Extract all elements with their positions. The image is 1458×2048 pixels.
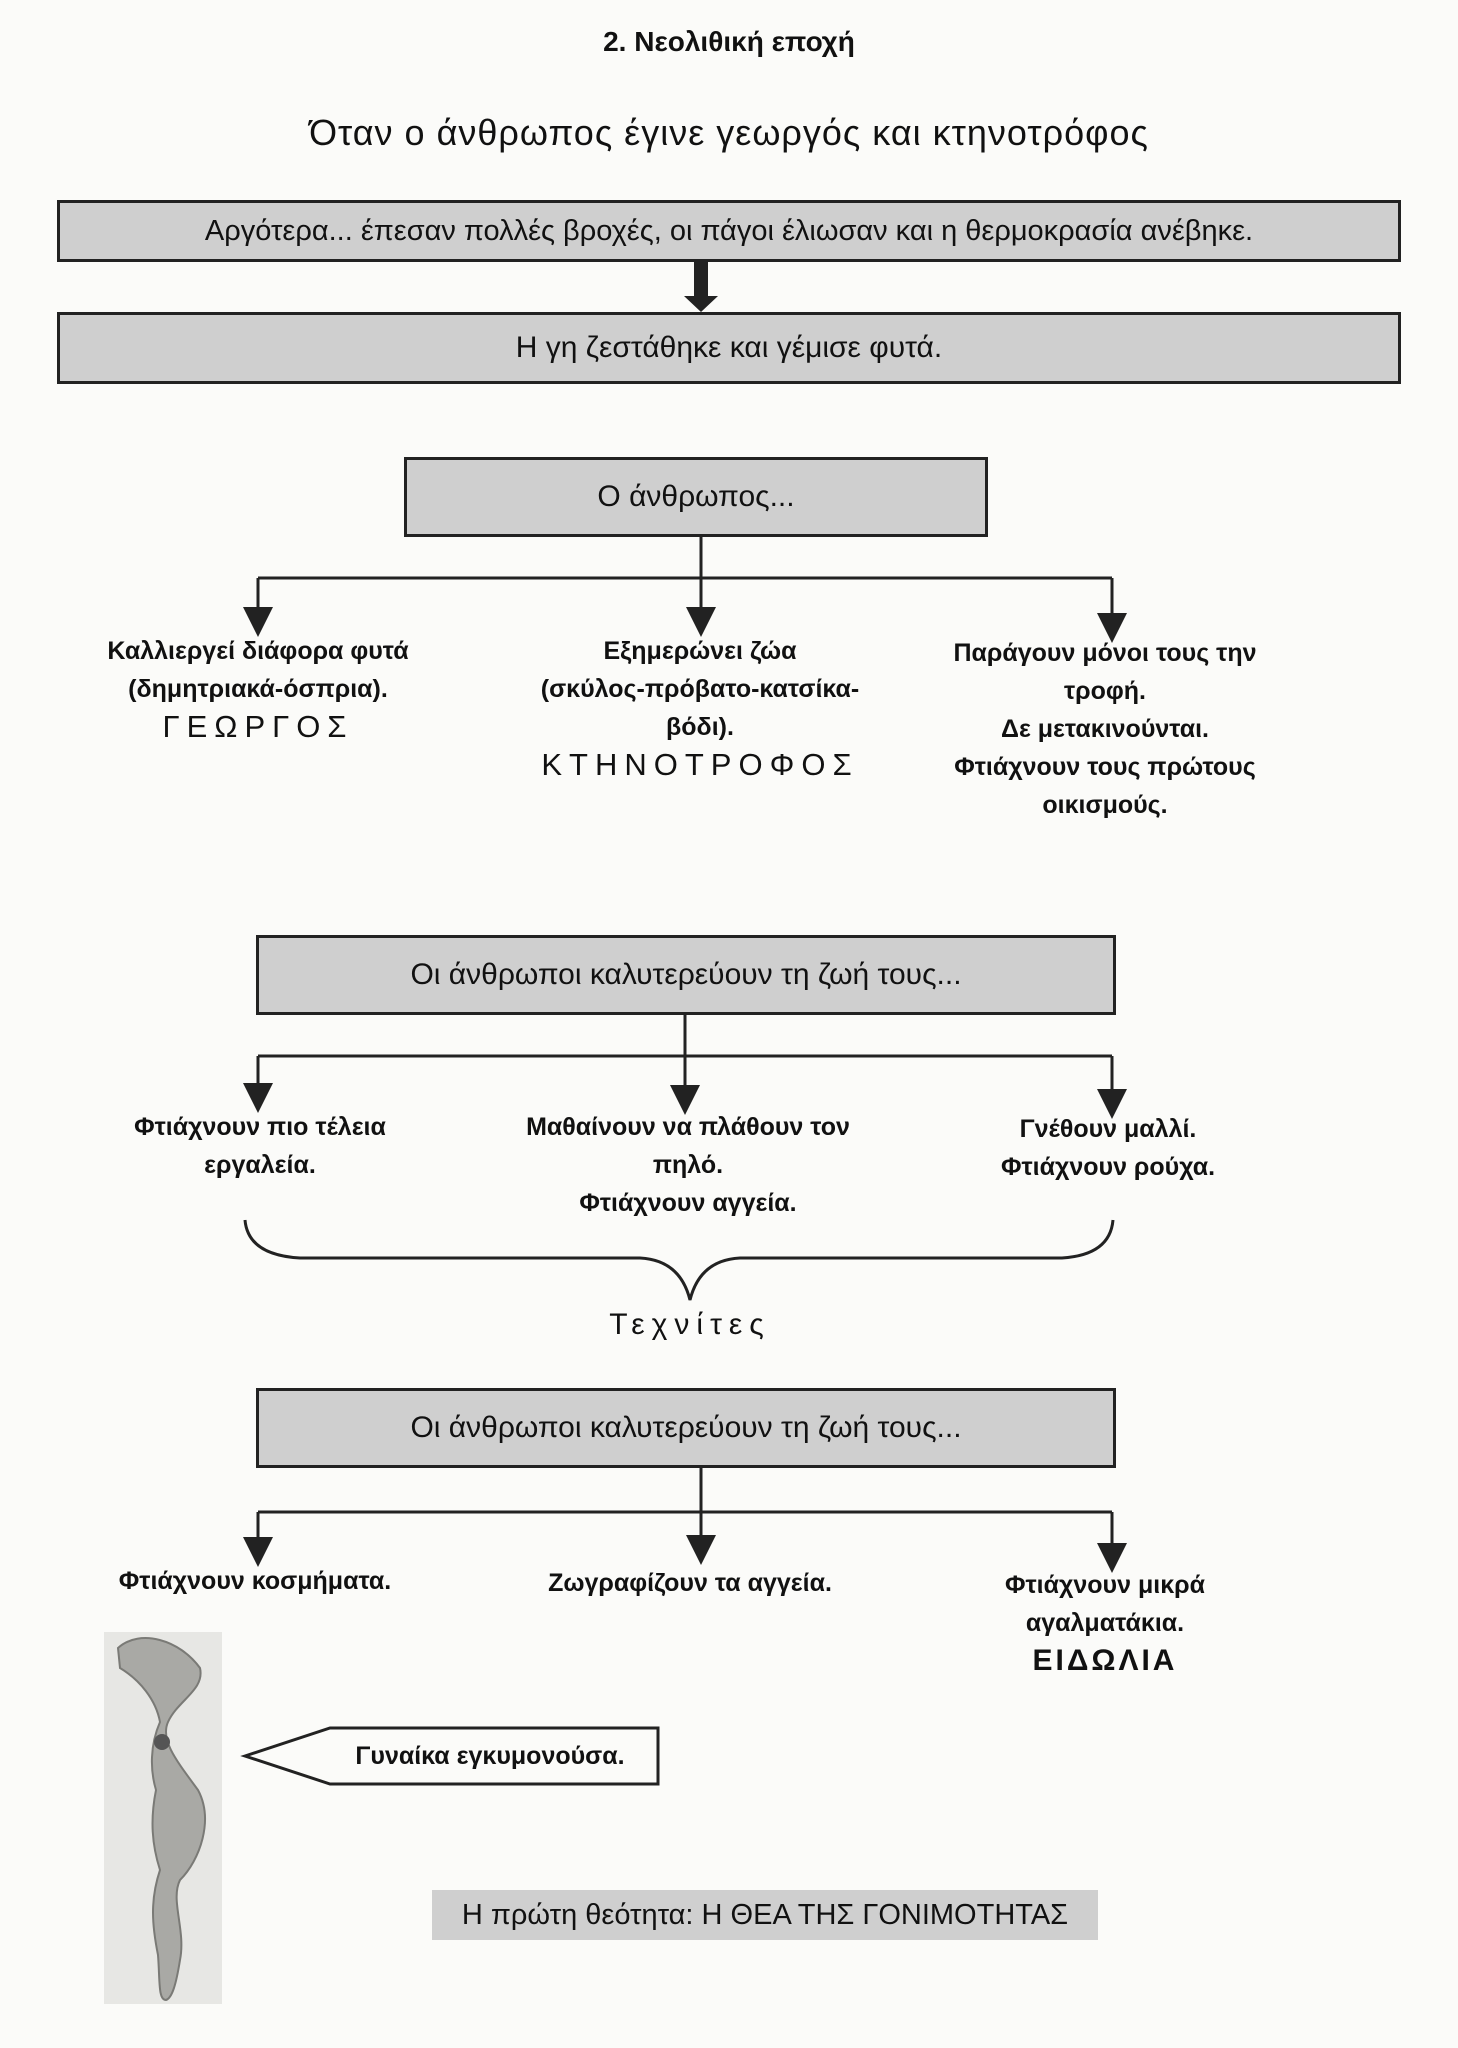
settlement-line-2: τροφή. bbox=[1064, 677, 1146, 705]
tools-line-1: Φτιάχνουν πιο τέλεια bbox=[134, 1113, 386, 1141]
box-improve-life-1: Οι άνθρωποι καλυτερεύουν τη ζωή τους... bbox=[256, 935, 1116, 1015]
box-earth-warmed: Η γη ζεστάθηκε και γέμισε φυτά. bbox=[57, 312, 1401, 384]
farmer-text: Καλλιεργεί διάφορα φυτά (δημητριακά-όσπρ… bbox=[78, 632, 438, 746]
box-improve-life-2: Οι άνθρωποι καλυτερεύουν τη ζωή τους... bbox=[256, 1388, 1116, 1468]
box-improve-life-1-text: Οι άνθρωποι καλυτερεύουν τη ζωή τους... bbox=[410, 958, 962, 991]
box-earth-warmed-text: Η γη ζεστάθηκε και γέμισε φυτά. bbox=[515, 331, 943, 364]
tools-line-2: εργαλεία. bbox=[204, 1151, 316, 1179]
pottery-line-2: πηλό. bbox=[652, 1151, 724, 1179]
figurines-label: ΕΙΔΩΛΙΑ bbox=[1032, 1644, 1178, 1677]
farmer-line-1: Καλλιεργεί διάφορα φυτά bbox=[107, 637, 409, 665]
painting-line-1: Ζωγραφίζουν τα αγγεία. bbox=[548, 1569, 832, 1597]
weaving-line-2: Φτιάχνουν ρούχα. bbox=[1000, 1153, 1216, 1181]
box-the-human-text: Ο άνθρωπος... bbox=[597, 480, 795, 513]
box-the-human: Ο άνθρωπος... bbox=[404, 457, 988, 537]
connector-group-2 bbox=[243, 1015, 1127, 1119]
callout-text: Γυναίκα εγκυμονούσα. bbox=[355, 1742, 625, 1770]
box-climate-change-text: Αργότερα... έπεσαν πολλές βροχές, οι πάγ… bbox=[204, 214, 1254, 247]
settlement-line-3: Δε μετακινούνται. bbox=[1000, 715, 1209, 743]
pottery-line-3: Φτιάχνουν αγγεία. bbox=[579, 1189, 797, 1217]
deity-caption-text: Η πρώτη θεότητα: Η ΘΕΑ ΤΗΣ ΓΟΝΙΜΟΤΗΤΑΣ bbox=[461, 1898, 1069, 1931]
box-improve-life-2-text: Οι άνθρωποι καλυτερεύουν τη ζωή τους... bbox=[410, 1411, 962, 1444]
breeder-line-2: (σκύλος-πρόβατο-κατσίκα- bbox=[540, 675, 860, 703]
figurine-image bbox=[104, 1632, 222, 2004]
figurines-text: Φτιάχνουν μικρά αγαλματάκια. ΕΙΔΩΛΙΑ bbox=[950, 1566, 1260, 1680]
breeder-label: ΚΤΗΝΟΤΡΟΦΟΣ bbox=[541, 747, 859, 782]
farmer-line-2: (δημητριακά-όσπρια). bbox=[128, 675, 388, 703]
box-climate-change: Αργότερα... έπεσαν πολλές βροχές, οι πάγ… bbox=[57, 200, 1401, 262]
weaving-line-1: Γνέθουν μαλλί. bbox=[1019, 1115, 1197, 1143]
weaving-text: Γνέθουν μαλλί. Φτιάχνουν ρούχα. bbox=[948, 1110, 1268, 1186]
breeder-line-1: Εξημερώνει ζώα bbox=[603, 637, 797, 665]
pottery-text: Μαθαίνουν να πλάθουν τον πηλό. Φτιάχνουν… bbox=[478, 1108, 898, 1222]
farmer-label: ΓΕΩΡΓΟΣ bbox=[162, 709, 354, 744]
tools-text: Φτιάχνουν πιο τέλεια εργαλεία. bbox=[90, 1108, 430, 1184]
breeder-text: Εξημερώνει ζώα (σκύλος-πρόβατο-κατσίκα- … bbox=[490, 632, 910, 784]
pottery-line-1: Μαθαίνουν να πλάθουν τον bbox=[526, 1113, 850, 1141]
figurines-line-2: αγαλματάκια. bbox=[1025, 1609, 1185, 1637]
settlement-line-4: Φτιάχνουν τους πρώτους bbox=[954, 753, 1256, 781]
thick-down-arrow bbox=[684, 262, 718, 312]
main-title: Όταν ο άνθρωπος έγινε γεωργός και κτηνοτ… bbox=[309, 112, 1149, 153]
jewelry-text: Φτιάχνουν κοσμήματα. bbox=[80, 1562, 430, 1600]
callout-arrow-shape bbox=[240, 1726, 660, 1786]
settlement-line-5: οικισμούς. bbox=[1042, 791, 1168, 819]
jewelry-line-1: Φτιάχνουν κοσμήματα. bbox=[118, 1567, 392, 1595]
craftsmen-label: Τεχνίτες bbox=[609, 1308, 771, 1341]
deity-caption: Η πρώτη θεότητα: Η ΘΕΑ ΤΗΣ ΓΟΝΙΜΟΤΗΤΑΣ bbox=[432, 1890, 1098, 1940]
settlement-text: Παράγουν μόνοι τους την τροφή. Δε μετακι… bbox=[900, 634, 1310, 824]
painting-text: Ζωγραφίζουν τα αγγεία. bbox=[500, 1564, 880, 1602]
breeder-line-3: βόδι). bbox=[666, 713, 734, 741]
connector-group-3 bbox=[243, 1468, 1127, 1573]
figurines-line-1: Φτιάχνουν μικρά bbox=[1005, 1571, 1205, 1599]
curly-brace bbox=[243, 1219, 1115, 1301]
section-title: 2. Νεολιθική εποχή bbox=[603, 26, 855, 57]
settlement-line-1: Παράγουν μόνοι τους την bbox=[953, 639, 1257, 667]
connector-group-1 bbox=[243, 537, 1127, 643]
